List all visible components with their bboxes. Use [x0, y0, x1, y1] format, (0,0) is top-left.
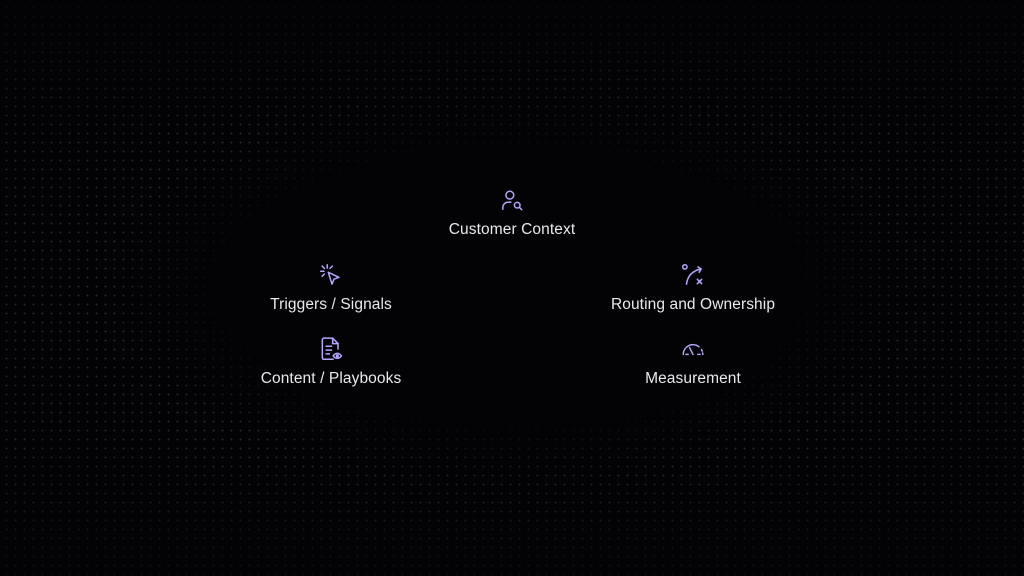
node-customer-context: Customer Context [392, 187, 632, 239]
node-label: Customer Context [448, 221, 576, 238]
node-label: Content / Playbooks [260, 370, 402, 387]
node-measurement: Measurement [573, 336, 813, 388]
node-label: Triggers / Signals [270, 296, 392, 313]
cursor-click-icon [318, 262, 344, 288]
route-icon [680, 262, 706, 288]
user-search-icon [499, 187, 525, 213]
node-triggers-signals: Triggers / Signals [211, 262, 451, 314]
document-eye-icon [318, 336, 344, 362]
node-routing-ownership: Routing and Ownership [573, 262, 813, 314]
node-content-playbooks: Content / Playbooks [211, 336, 451, 388]
gauge-icon [680, 336, 706, 362]
node-label: Measurement [645, 370, 741, 387]
node-label: Routing and Ownership [610, 296, 776, 313]
